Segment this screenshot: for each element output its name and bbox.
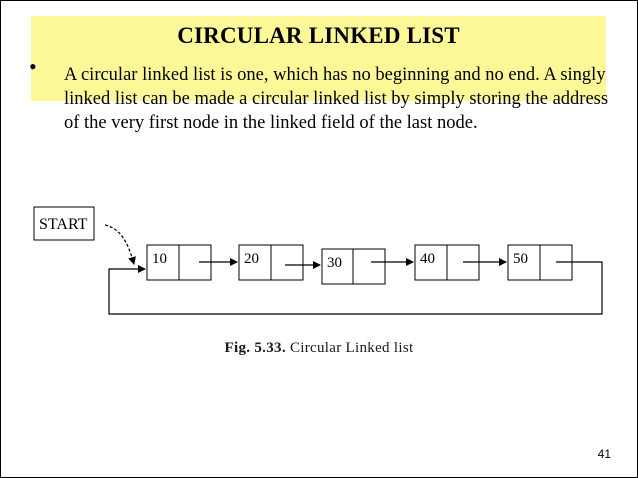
node-value: 40 <box>420 251 435 267</box>
start-pointer-arrow <box>104 224 136 265</box>
slide-title: CIRCULAR LINKED LIST <box>177 23 460 48</box>
start-box <box>33 206 95 241</box>
node-value: 10 <box>152 251 167 267</box>
figure-caption: Fig. 5.33. Circular Linked list <box>1 340 637 357</box>
circular-return-link <box>108 261 603 315</box>
page-number: 41 <box>597 447 611 461</box>
node-value: 50 <box>513 251 528 267</box>
start-label: START <box>39 216 88 233</box>
caption-figure-number: Fig. 5.33. <box>224 340 286 356</box>
list-node: 20 <box>238 244 304 281</box>
list-node: 30 <box>321 248 386 285</box>
bullet-marker: • <box>29 54 37 79</box>
node-value: 30 <box>327 255 342 271</box>
node-value: 20 <box>244 251 259 267</box>
bullet-text: A circular linked list is one, which has… <box>64 65 609 133</box>
caption-text: Circular Linked list <box>289 340 414 356</box>
title-highlight <box>31 16 606 101</box>
